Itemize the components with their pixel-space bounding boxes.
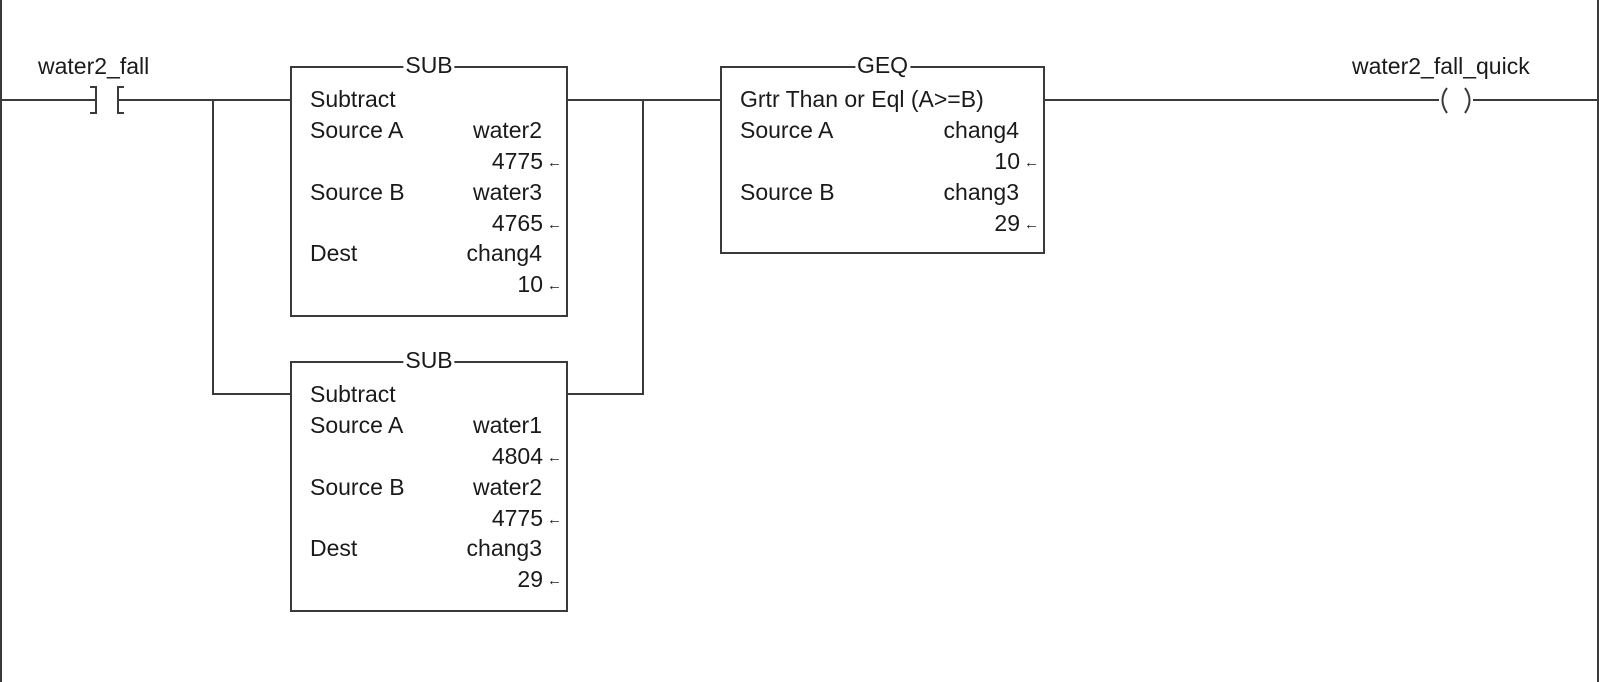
- arrow-left-icon: ←: [547, 277, 562, 294]
- sub1-dest-tag[interactable]: chang4: [466, 240, 542, 266]
- sub-instruction-2[interactable]: SUB Subtract Source A water1 4804← Sourc…: [290, 349, 568, 612]
- branch-left-vertical: [212, 99, 214, 395]
- arrow-left-icon: ←: [547, 154, 562, 171]
- coil-tag: water2_fall_quick: [1352, 53, 1530, 79]
- sub1-description: Subtract: [310, 86, 396, 112]
- sub1-source-a-value: 4775: [491, 148, 543, 174]
- sub1-source-b-value-row: 4765←: [492, 212, 562, 235]
- geq-source-a-tag[interactable]: chang4: [943, 117, 1019, 143]
- sub2-dest-tag[interactable]: chang3: [466, 535, 542, 561]
- xic-contact-icon[interactable]: [86, 86, 128, 116]
- wire-contact-to-branch: [126, 99, 290, 101]
- arrow-left-icon: ←: [547, 511, 562, 528]
- wire-geq-to-coil: [1043, 99, 1437, 101]
- geq-source-b-value-row: 29←: [994, 212, 1039, 235]
- left-power-rail: [0, 0, 2, 682]
- sub2-source-a-label: Source A: [310, 412, 404, 438]
- sub2-source-a-tag[interactable]: water1: [472, 412, 542, 438]
- arrow-left-icon: ←: [1024, 216, 1039, 233]
- sub2-source-b-value-row: 4775←: [492, 507, 562, 530]
- geq-title: GEQ: [854, 52, 911, 78]
- geq-instruction[interactable]: GEQ Grtr Than or Eql (A>=B) Source A cha…: [720, 54, 1045, 254]
- right-power-rail: [1597, 0, 1599, 682]
- arrow-left-icon: ←: [547, 216, 562, 233]
- geq-source-a-value-row: 10←: [994, 150, 1039, 173]
- branch-sub2-out: [566, 393, 644, 395]
- sub2-source-a-value: 4804: [491, 443, 543, 469]
- arrow-left-icon: ←: [1024, 154, 1039, 171]
- sub1-title: SUB: [403, 52, 455, 78]
- sub-instruction-1[interactable]: SUB Subtract Source A water2 4775← Sourc…: [290, 54, 568, 317]
- sub1-source-a-tag[interactable]: water2: [472, 117, 542, 143]
- sub2-dest-value: 29: [517, 566, 543, 592]
- sub1-dest-value: 10: [517, 271, 543, 297]
- geq-source-a-label: Source A: [740, 117, 834, 143]
- sub1-source-b-tag[interactable]: water3: [472, 179, 542, 205]
- sub2-dest-value-row: 29←: [517, 568, 562, 591]
- ote-coil-icon[interactable]: [1435, 86, 1477, 116]
- sub2-source-b-tag[interactable]: water2: [472, 474, 542, 500]
- sub1-source-a-label: Source A: [310, 117, 404, 143]
- geq-source-b-value: 29: [994, 210, 1020, 236]
- geq-source-a-value: 10: [994, 148, 1020, 174]
- branch-right-vertical: [642, 99, 644, 395]
- sub2-dest-label: Dest: [310, 535, 358, 561]
- wire-rail-to-contact: [0, 99, 88, 101]
- wire-coil-to-rail: [1475, 99, 1597, 101]
- sub2-source-b-label: Source B: [310, 474, 405, 500]
- branch-left-to-sub2: [212, 393, 290, 395]
- arrow-left-icon: ←: [547, 449, 562, 466]
- sub2-source-a-value-row: 4804←: [492, 445, 562, 468]
- sub2-source-b-value: 4775: [491, 505, 543, 531]
- sub1-source-b-label: Source B: [310, 179, 405, 205]
- sub2-title: SUB: [403, 347, 455, 373]
- geq-source-b-label: Source B: [740, 179, 835, 205]
- sub1-source-a-value-row: 4775←: [492, 150, 562, 173]
- geq-description: Grtr Than or Eql (A>=B): [740, 86, 984, 112]
- sub1-dest-label: Dest: [310, 240, 358, 266]
- geq-source-b-tag[interactable]: chang3: [943, 179, 1019, 205]
- sub1-dest-value-row: 10←: [517, 273, 562, 296]
- contact-tag: water2_fall: [38, 53, 150, 79]
- arrow-left-icon: ←: [547, 572, 562, 589]
- sub2-description: Subtract: [310, 381, 396, 407]
- sub1-source-b-value: 4765: [491, 210, 543, 236]
